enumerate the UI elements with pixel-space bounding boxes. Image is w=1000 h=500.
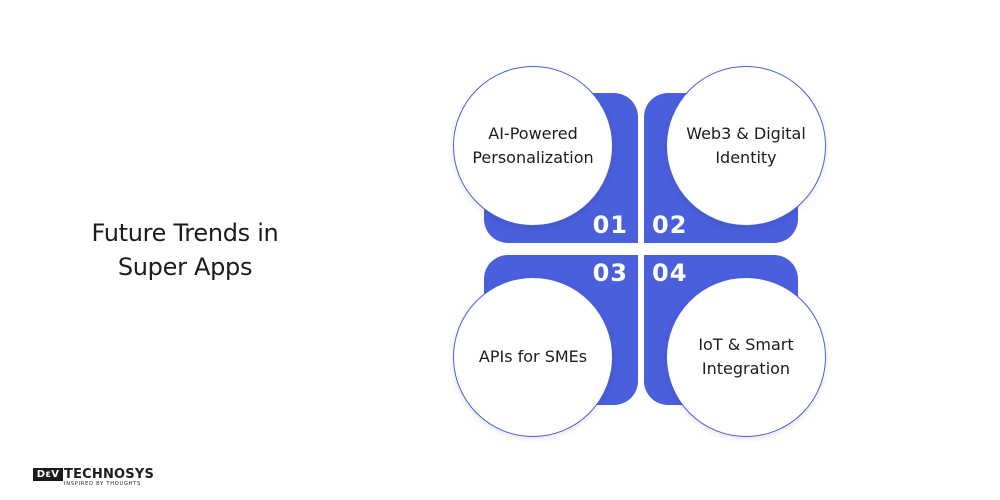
trend-label-04: IoT & Smart Integration <box>698 335 794 378</box>
logo-wordmark: TECHNOSYS <box>64 467 155 482</box>
logo-tagline: INSPIRED BY THOUGHTS <box>64 481 142 487</box>
trend-number-03: 03 <box>592 259 628 287</box>
trend-number-02: 02 <box>652 211 688 239</box>
trend-circle-02: Web3 & Digital Identity <box>666 66 826 226</box>
trend-circle-03: APIs for SMEs <box>453 277 613 437</box>
trend-circle-04: IoT & Smart Integration <box>666 277 826 437</box>
trend-circle-01: AI-Powered Personalization <box>453 66 613 226</box>
logo-mark: DεV <box>33 468 63 481</box>
trend-label-01: AI-Powered Personalization <box>472 124 594 167</box>
trend-label-03: APIs for SMEs <box>478 347 588 366</box>
page-title: Future Trends in Super Apps <box>91 219 279 281</box>
trend-number-04: 04 <box>652 259 688 287</box>
trend-label-02: Web3 & Digital Identity <box>686 124 806 167</box>
trend-number-01: 01 <box>592 211 628 239</box>
brand-logo: DεV TECHNOSYS INSPIRED BY THOUGHTS <box>33 466 154 488</box>
